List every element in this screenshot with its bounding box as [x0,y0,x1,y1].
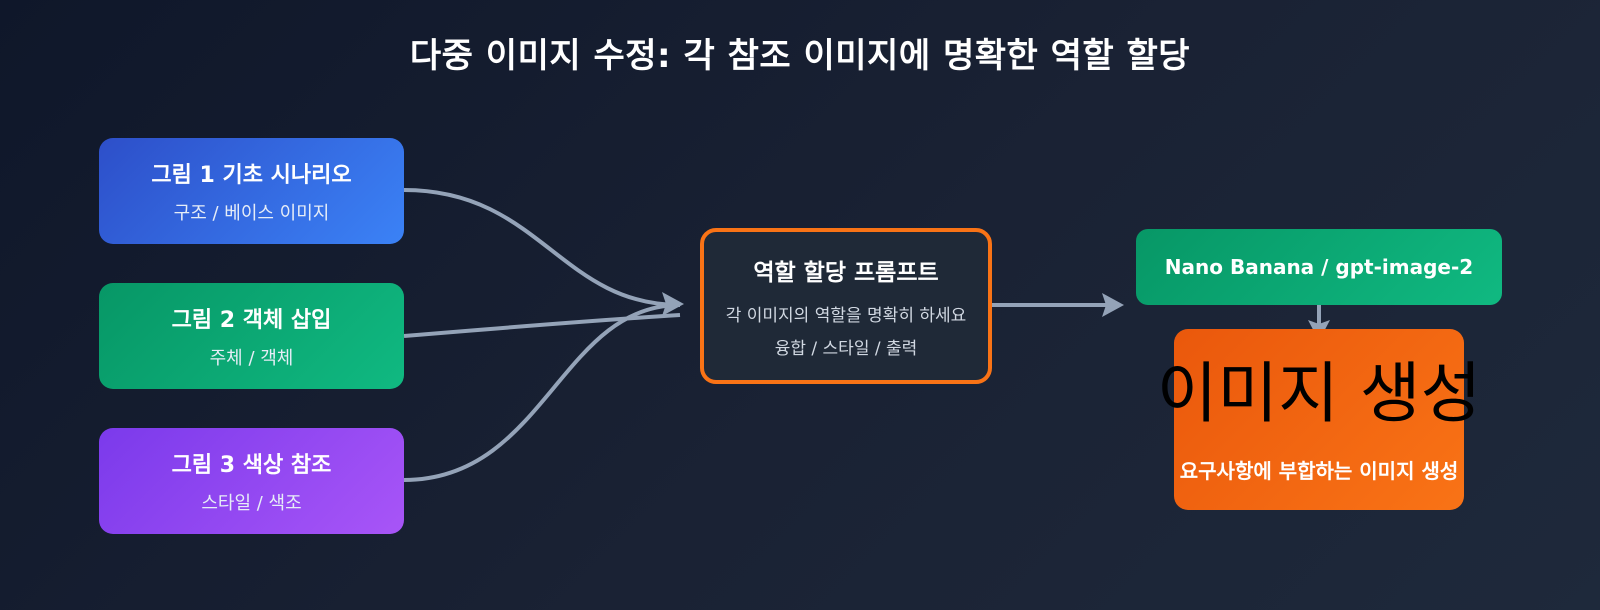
model-node: Nano Banana / gpt-image-2 [1136,229,1502,305]
source-node-2: 그림 2 객체 삽입 주체 / 객체 [99,283,404,389]
diagram-title: 다중 이미지 수정: 각 참조 이미지에 명확한 역할 할당 [409,36,1191,76]
edge-src1-to-prompt [403,188,681,307]
source-node-3: 그림 3 색상 참조 스타일 / 색조 [99,428,404,534]
source-node-3-label: 그림 3 색상 참조 [171,453,332,478]
source-node-2-sub: 주체 / 객체 [209,348,294,369]
output-node-label: 이미지 생성 [1156,355,1482,432]
model-node-label: Nano Banana / gpt-image-2 [1164,255,1474,279]
edge-src2-to-prompt [403,313,681,338]
source-node-1: 그림 1 기초 시나리오 구조 / 베이스 이미지 [99,138,404,244]
output-node-sub: 요구사항에 부합하는 이미지 생성 [1179,459,1459,483]
output-node: 이미지 생성 요구사항에 부합하는 이미지 생성 [1157,329,1481,510]
source-node-1-label: 그림 1 기초 시나리오 [151,163,352,188]
source-node-2-label: 그림 2 객체 삽입 [171,308,332,333]
edge-src3-to-prompt [403,303,681,482]
source-node-1-sub: 구조 / 베이스 이미지 [173,203,330,224]
prompt-node-label: 역할 할당 프롬프트 [753,260,939,286]
edge-prompt-to-model-arrowhead [1102,293,1124,317]
source-node-3-sub: 스타일 / 색조 [201,493,302,514]
prompt-node-line2: 융합 / 스타일 / 출력 [774,339,918,359]
prompt-node: 역할 할당 프롬프트 각 이미지의 역할을 명확히 하세요 융합 / 스타일 /… [700,228,992,384]
prompt-node-line1: 각 이미지의 역할을 명확히 하세요 [725,306,967,326]
edge-merge-arrowhead [662,292,684,316]
